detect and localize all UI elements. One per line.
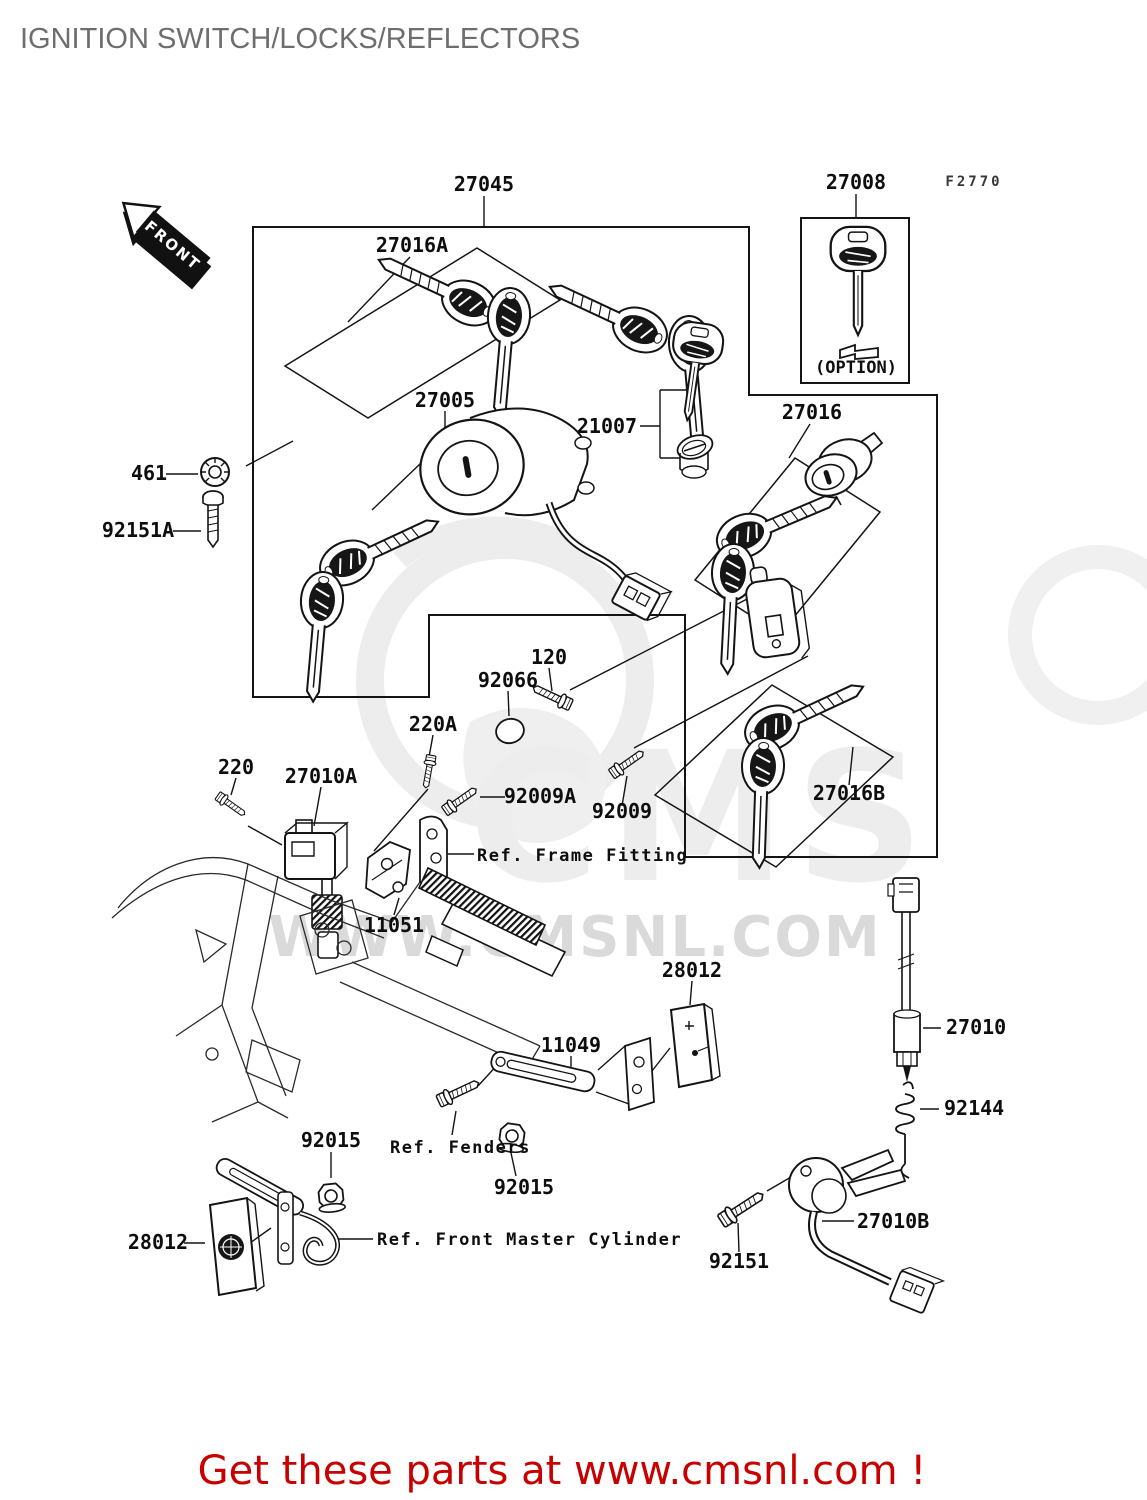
part-label-92015-left: 92015 xyxy=(301,1128,361,1152)
part-label-ref-front-master-cylinder: Ref. Front Master Cylinder xyxy=(377,1230,682,1250)
option-label: (OPTION) xyxy=(815,358,897,378)
part-label-220: 220 xyxy=(218,755,254,779)
part-label-27010b: 27010B xyxy=(857,1209,929,1233)
part-label-ref-frame-fitting: Ref. Frame Fitting xyxy=(477,846,688,866)
part-label-27005: 27005 xyxy=(415,388,475,412)
group-box-outline xyxy=(252,217,938,858)
part-reflector-28012-top xyxy=(669,1002,721,1089)
part-switch-27010 xyxy=(887,877,921,1082)
part-label-120: 120 xyxy=(531,645,567,669)
part-label-92009a: 92009A xyxy=(504,784,576,808)
part-lock-27016 xyxy=(804,431,884,506)
part-ignition-switch-27005 xyxy=(419,407,673,622)
part-bracket-frame-fitting xyxy=(417,815,567,978)
part-bracket-11049 xyxy=(490,1036,655,1112)
part-bracket-front-master-cylinder xyxy=(215,1157,341,1266)
part-label-92151a: 92151A xyxy=(102,518,174,542)
part-label-461: 461 xyxy=(131,461,167,485)
part-label-27016b: 27016B xyxy=(813,781,885,805)
part-key-blank-27008 xyxy=(829,225,887,360)
part-label-92015-right: 92015 xyxy=(494,1175,554,1199)
part-label-28012-bottom: 28012 xyxy=(128,1230,188,1254)
part-label-27045: 27045 xyxy=(454,172,514,196)
part-label-11049: 11049 xyxy=(541,1033,601,1057)
part-spring-92144 xyxy=(895,1081,915,1179)
watermark-brand-text: CMS xyxy=(468,714,933,923)
part-washer-461 xyxy=(200,457,230,487)
page-title: IGNITION SWITCH/LOCKS/REFLECTORS xyxy=(20,23,580,55)
part-label-28012-top: 28012 xyxy=(662,958,722,982)
part-seat-lock xyxy=(745,566,811,659)
part-frame-sketch xyxy=(111,857,541,1123)
part-label-220a: 220A xyxy=(409,712,457,736)
part-nut-92015-left xyxy=(315,1181,347,1215)
part-screw-92151a xyxy=(202,490,224,549)
part-plug-92066 xyxy=(495,717,525,745)
part-label-92066: 92066 xyxy=(478,668,538,692)
part-label-27010: 27010 xyxy=(946,1015,1006,1039)
leader-lines xyxy=(166,194,941,1253)
part-switch-27010a xyxy=(284,819,349,959)
watermark-site-text: WWW.CMSNL.COM xyxy=(268,905,881,970)
part-label-92151: 92151 xyxy=(709,1249,769,1273)
part-label-f2770: F2770 xyxy=(945,174,1002,190)
part-bolt-ref-fenders xyxy=(434,1074,483,1110)
part-label-92144: 92144 xyxy=(944,1096,1004,1120)
footer-promo-text: Get these parts at www.cmsnl.com ! xyxy=(198,1448,927,1494)
part-label-27016a: 27016A xyxy=(376,233,448,257)
part-label-92009: 92009 xyxy=(592,799,652,823)
part-bolt-92151 xyxy=(715,1186,769,1230)
part-label-layer: 27045 27016A 27008 F2770 27005 21007 27016 461 9… xyxy=(102,170,1006,1273)
part-label-27010a: 27010A xyxy=(285,764,357,788)
part-reflector-28012-bottom xyxy=(208,1196,265,1297)
watermark-logo: CMS WWW.CMSNL.COM xyxy=(268,516,1147,970)
part-label-ref-fenders: Ref. Fenders xyxy=(390,1138,531,1158)
part-bracket-11051 xyxy=(365,840,411,900)
part-sidestand-switch-27010b xyxy=(788,1148,946,1314)
part-label-11051: 11051 xyxy=(364,913,424,937)
part-label-21007: 21007 xyxy=(577,414,637,438)
front-arrow-icon: FRONT xyxy=(121,201,212,290)
part-label-27016: 27016 xyxy=(782,400,842,424)
part-cap-21007 xyxy=(676,434,714,479)
part-label-27008: 27008 xyxy=(826,170,886,194)
